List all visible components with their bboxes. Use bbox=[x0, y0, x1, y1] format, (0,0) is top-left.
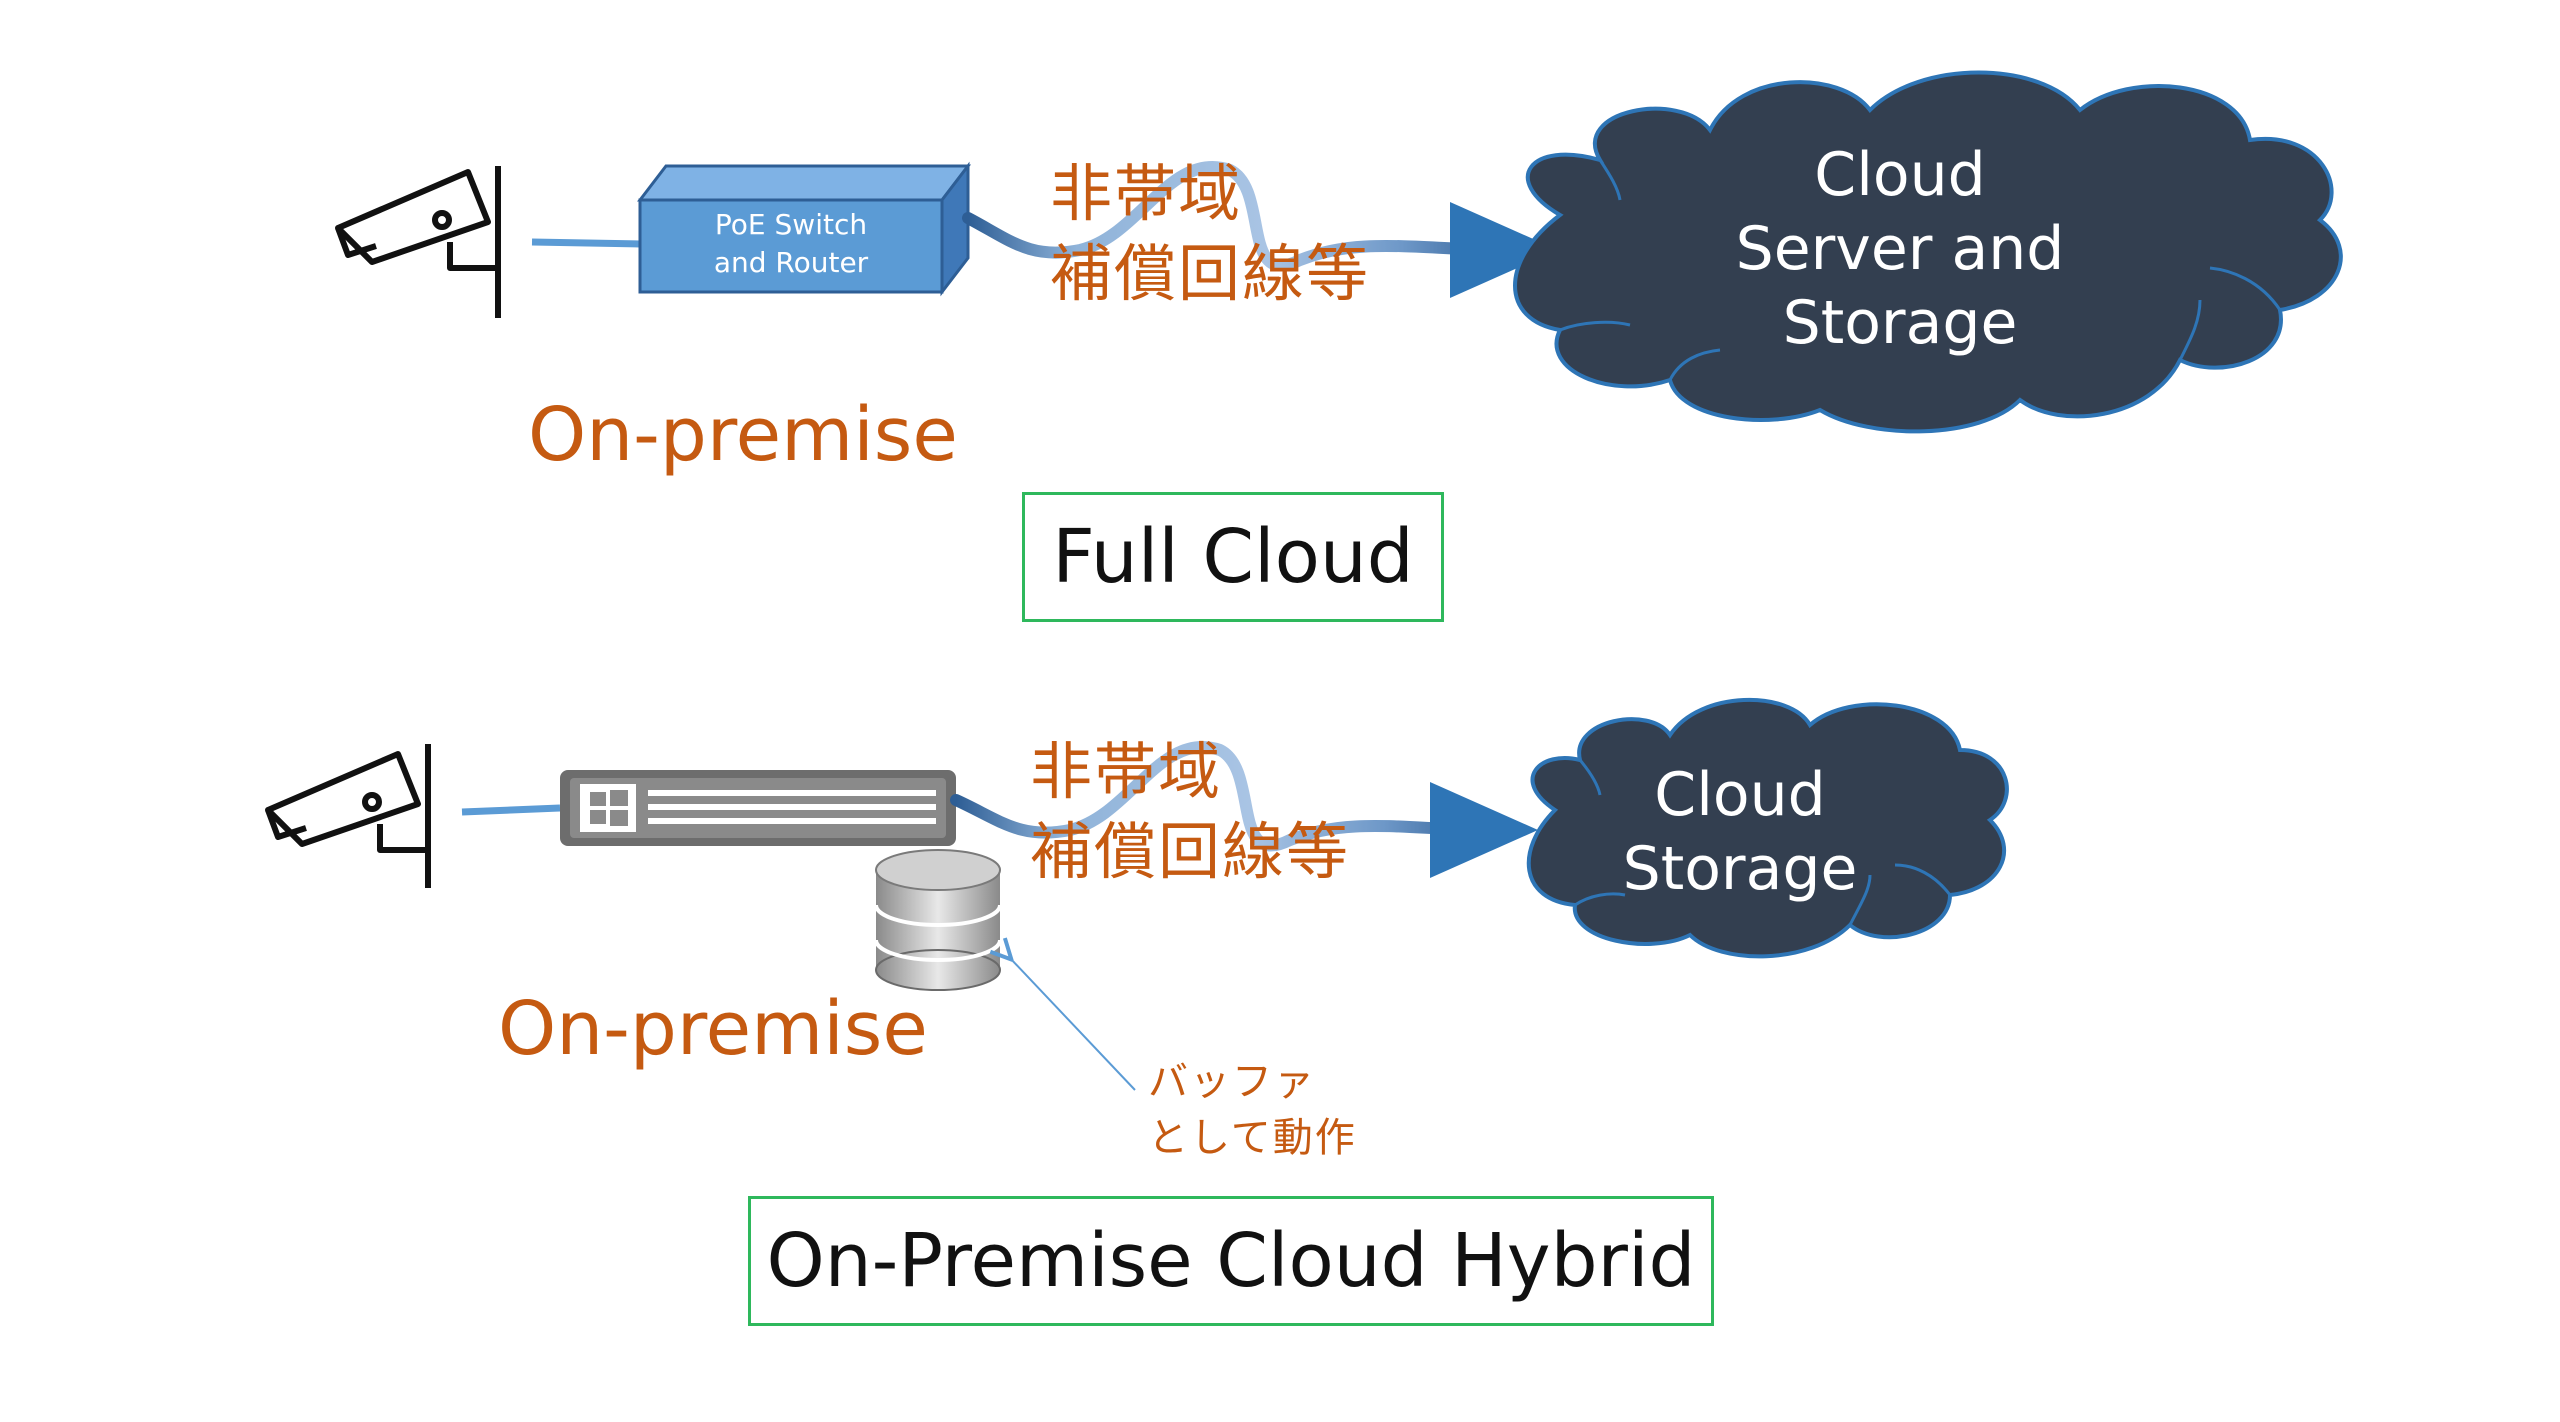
camera-icon bbox=[265, 744, 431, 888]
buffer-note-line2: として動作 bbox=[1148, 1115, 1357, 1161]
link-label-line1: 非帯域 bbox=[1050, 157, 1243, 230]
cloud-label: Cloud Server and Storage bbox=[1660, 138, 2140, 360]
server-icon bbox=[560, 770, 956, 846]
cloud-label-line1: Cloud bbox=[1814, 140, 1986, 210]
section-title-hybrid: On-Premise Cloud Hybrid bbox=[748, 1196, 1714, 1326]
link-label: 非帯域 補償回線等 bbox=[1050, 154, 1370, 314]
buffer-note-line1: バッファ bbox=[1148, 1059, 1316, 1105]
link-label-line1: 非帯域 bbox=[1030, 735, 1223, 808]
switch-label-line1: PoE Switch bbox=[714, 208, 868, 241]
link-wire bbox=[950, 741, 1538, 878]
section-title-text: Full Cloud bbox=[1052, 514, 1414, 600]
link-label: 非帯域 補償回線等 bbox=[1030, 732, 1350, 892]
cloud-icon bbox=[1513, 70, 2343, 434]
buffer-note: バッファ として動作 bbox=[1148, 1054, 1357, 1166]
section-title-text: On-Premise Cloud Hybrid bbox=[766, 1218, 1696, 1304]
switch-icon bbox=[636, 161, 972, 297]
cloud-label: Cloud Storage bbox=[1580, 758, 1900, 906]
cloud-label-line2: Storage bbox=[1622, 834, 1858, 904]
buffer-pointer-arrow bbox=[1010, 958, 1136, 1091]
camera-cable bbox=[461, 804, 561, 816]
camera-icon bbox=[335, 166, 501, 318]
cloud-label-line3: Storage bbox=[1782, 288, 2018, 358]
section-title-full-cloud: Full Cloud bbox=[1022, 492, 1444, 622]
switch-label: PoE Switch and Router bbox=[640, 206, 942, 282]
link-wire bbox=[962, 161, 1558, 298]
cloud-label-line2: Server and bbox=[1735, 214, 2065, 284]
database-icon bbox=[874, 849, 1002, 991]
link-label-line2: 補償回線等 bbox=[1050, 237, 1371, 310]
location-label: On-premise bbox=[528, 392, 958, 478]
switch-label-line2: and Router bbox=[713, 246, 869, 279]
link-label-line2: 補償回線等 bbox=[1030, 815, 1351, 888]
camera-cable bbox=[531, 238, 641, 248]
cloud-icon bbox=[1526, 698, 2009, 959]
location-label: On-premise bbox=[498, 986, 928, 1072]
cloud-label-line1: Cloud bbox=[1654, 760, 1826, 830]
